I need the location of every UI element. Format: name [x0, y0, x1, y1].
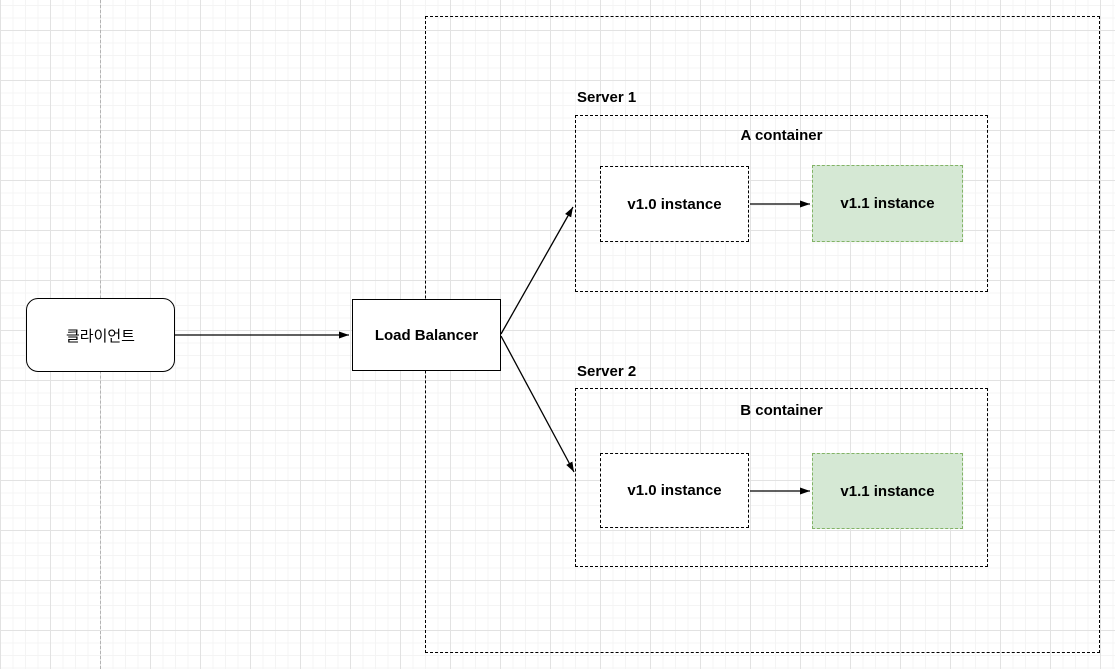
server1-v11-instance-node[interactable]: v1.1 instance	[812, 165, 963, 242]
server1-v11-label: v1.1 instance	[840, 195, 935, 212]
server2-container-label: B container	[740, 402, 823, 419]
server2-v10-label: v1.0 instance	[627, 482, 722, 499]
server1-container-label: A container	[740, 127, 823, 144]
server1-v10-instance-node[interactable]: v1.0 instance	[600, 166, 749, 242]
server2-v11-instance-node[interactable]: v1.1 instance	[812, 453, 963, 529]
server1-title: Server 1	[577, 89, 637, 106]
server2-box[interactable]	[575, 388, 988, 567]
client-label: 클라이언트	[65, 327, 135, 345]
client-node[interactable]: 클라이언트	[26, 298, 175, 372]
server2-title: Server 2	[577, 363, 637, 380]
server2-v11-label: v1.1 instance	[840, 482, 935, 500]
server1-v10-label: v1.0 instance	[627, 195, 722, 213]
server2-v10-instance-node[interactable]: v1.0 instance	[600, 453, 749, 528]
load-balancer-label: Load Balancer	[374, 326, 479, 344]
load-balancer-node[interactable]: Load Balancer	[352, 299, 501, 371]
server1-box[interactable]	[575, 115, 988, 292]
